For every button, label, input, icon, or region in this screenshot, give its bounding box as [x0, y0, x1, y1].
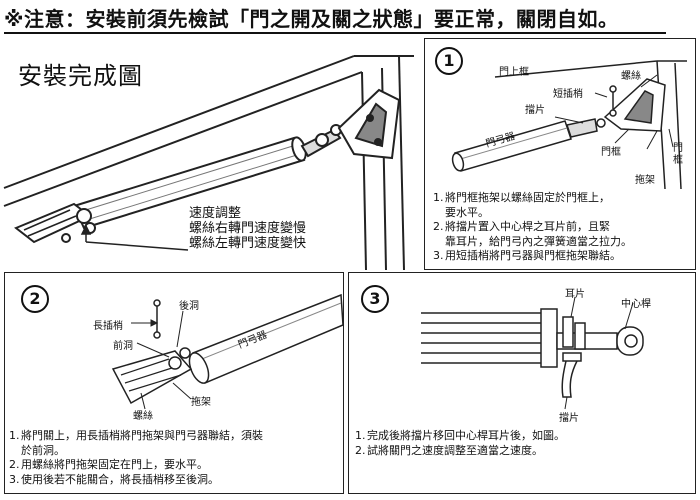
- step-number-badge: 3: [361, 285, 389, 313]
- warning-underline: [4, 32, 666, 34]
- step1-bracket: [596, 78, 666, 132]
- step1-closer: [451, 118, 598, 172]
- instruction-item: 2.將擋片置入中心桿之耳片前，且緊靠耳片，給門弓內之彈簧適當之拉力。: [433, 220, 632, 248]
- step3-leaders: [564, 296, 634, 410]
- label-screw: 螺絲: [133, 411, 153, 422]
- step2-long-pin: [153, 299, 161, 339]
- label-rear-hole: 後洞: [179, 301, 199, 312]
- panel-step-3: 3: [348, 272, 696, 494]
- label-stop-plate: 擋片: [559, 413, 579, 424]
- label-door-frame-top: 門上框: [499, 67, 529, 78]
- instruction-item: 1.將門框拖架以螺絲固定於門框上，要水平。: [433, 191, 610, 219]
- door-bracket: [14, 202, 96, 244]
- step2-leaders: [131, 310, 192, 410]
- label-bracket: 拖架: [635, 175, 655, 186]
- frame-bracket: [337, 88, 401, 160]
- label-ear-plate: 耳片: [565, 289, 585, 300]
- closer-cylinder: [72, 136, 307, 230]
- instruction-item: 2.試將關門之速度調整至適當之速度。: [355, 443, 543, 457]
- speed-adjust-line-2: 螺絲右轉門速度變慢: [189, 221, 307, 236]
- complete-illustration: [3, 55, 414, 271]
- speed-adjust-pointer: [80, 224, 189, 251]
- instruction-item: 1.完成後將擋片移回中心桿耳片後，如圖。: [355, 429, 565, 442]
- instruction-item: 2.用螺絲將門拖架固定在門上，要水平。: [9, 458, 208, 471]
- step3-illustration: [421, 296, 644, 410]
- label-screw: 螺絲: [621, 71, 641, 82]
- panel-step-1: 1: [424, 38, 696, 270]
- label-center-rod: 中心桿: [621, 299, 651, 310]
- step2-instructions: 1.將門關上，用長插梢將門拖架與門弓器聯結，須裝於前洞。 2.用螺絲將門拖架固定…: [9, 429, 343, 487]
- step3-stop-plate: [561, 352, 582, 398]
- label-front-hole: 前洞: [113, 341, 133, 352]
- panel-step-2: 2: [4, 272, 344, 494]
- label-door-frame-side: 門框: [673, 143, 683, 166]
- instruction-item: 1.將門關上，用長插梢將門拖架與門弓器聯結，須裝於前洞。: [9, 429, 263, 457]
- step1-illustration: [451, 60, 687, 190]
- step2-closer: [188, 293, 344, 384]
- speed-adjust-line-1: 速度調整: [189, 206, 242, 221]
- speed-adjust-line-3: 螺絲左轉門速度變快: [189, 236, 307, 251]
- step3-instructions: 1.完成後將擋片移回中心桿耳片後，如圖。 2.試將關門之速度調整至適當之速度。: [355, 429, 691, 458]
- step1-leaders: [554, 74, 674, 150]
- step2-illustration: [111, 293, 344, 410]
- speed-adjust-label: 速度調整 螺絲右轉門速度變慢 螺絲左轉門速度變快: [189, 206, 306, 251]
- instruction-item: 3.用短插梢將門弓器與門框拖架聯結。: [433, 249, 621, 262]
- step3-closer-body: [421, 308, 558, 368]
- step-number-badge: 1: [435, 47, 463, 75]
- instruction-item: 3.使用後若不能關合，將長插梢移至後洞。: [9, 472, 219, 486]
- label-door-frame: 門框: [601, 147, 621, 158]
- label-bracket: 拖架: [191, 397, 211, 408]
- step1-pin: [609, 85, 617, 117]
- panel-installation-complete: 安裝完成圖: [3, 38, 422, 271]
- warning-banner: ※注意：安裝前須先檢試「門之開及關之狀態」要正常，關閉自如。: [4, 7, 619, 31]
- step1-instructions: 1.將門框拖架以螺絲固定於門框上，要水平。 2.將擋片置入中心桿之耳片前，且緊靠…: [433, 191, 695, 264]
- label-long-pin: 長插梢: [93, 321, 123, 332]
- arm-assembly: [300, 124, 342, 158]
- label-short-pin: 短插梢: [553, 89, 583, 100]
- step3-ear-plate: [562, 316, 586, 350]
- complete-title: 安裝完成圖: [18, 62, 143, 90]
- label-stop-plate: 擋片: [525, 105, 545, 116]
- step2-bracket: [111, 347, 193, 405]
- step-number-badge: 2: [21, 285, 49, 313]
